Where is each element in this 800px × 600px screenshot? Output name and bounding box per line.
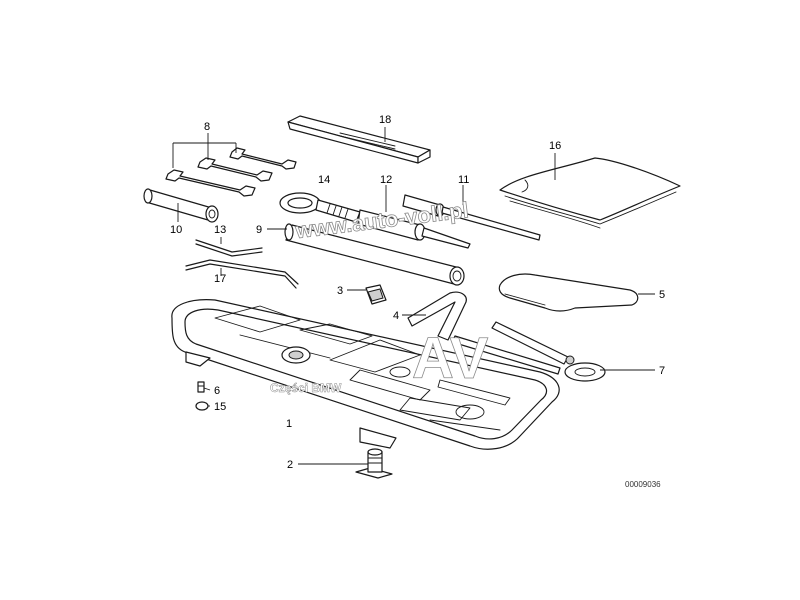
part-1-tool-tray — [171, 299, 560, 450]
part-8-wrenches — [165, 147, 297, 197]
callout-4: 4 — [393, 310, 399, 322]
callout-10: 10 — [170, 224, 182, 236]
part-7-jack — [451, 321, 606, 382]
callout-9: 9 — [256, 224, 262, 236]
callouts: 18 8 16 14 12 11 10 9 13 17 3 5 4 7 6 15… — [170, 114, 665, 471]
drawing-code: 00009036 — [625, 480, 661, 489]
part-13-hex-key — [195, 239, 263, 257]
callout-1: 1 — [286, 418, 292, 430]
callout-18: 18 — [379, 114, 391, 126]
part-14-towing-eye — [279, 192, 361, 223]
part-17-hex-key — [185, 259, 299, 289]
callout-17: 17 — [214, 273, 226, 285]
callout-15: 15 — [214, 401, 226, 413]
callout-16: 16 — [549, 140, 561, 152]
part-5-pad — [498, 273, 639, 312]
part-6-bolt — [197, 381, 205, 393]
part-15-washer — [195, 401, 209, 411]
part-4-strap — [407, 291, 467, 341]
callout-2: 2 — [287, 459, 293, 471]
part-11-screwdriver — [402, 194, 541, 241]
callout-5: 5 — [659, 289, 665, 301]
part-18-flat-bar — [287, 115, 431, 164]
watermark-brand: Części BMW — [270, 381, 342, 395]
part-3-clip — [365, 284, 387, 305]
part-10-socket-wrench — [143, 188, 219, 223]
leader-lines — [172, 127, 655, 465]
callout-7: 7 — [659, 365, 665, 377]
callout-11: 11 — [458, 174, 469, 186]
part-16-cloth-bag — [499, 157, 681, 229]
callout-12: 12 — [380, 174, 392, 186]
callout-6: 6 — [214, 385, 220, 397]
callout-3: 3 — [337, 285, 343, 297]
callout-14: 14 — [318, 174, 330, 186]
part-9-lug-wrench — [284, 223, 465, 286]
part-12-screwdriver — [357, 209, 471, 249]
callout-13: 13 — [214, 224, 226, 236]
watermark-logo: AV — [412, 326, 489, 391]
part-2-stud-bolt — [355, 448, 393, 479]
callout-8: 8 — [204, 121, 210, 133]
